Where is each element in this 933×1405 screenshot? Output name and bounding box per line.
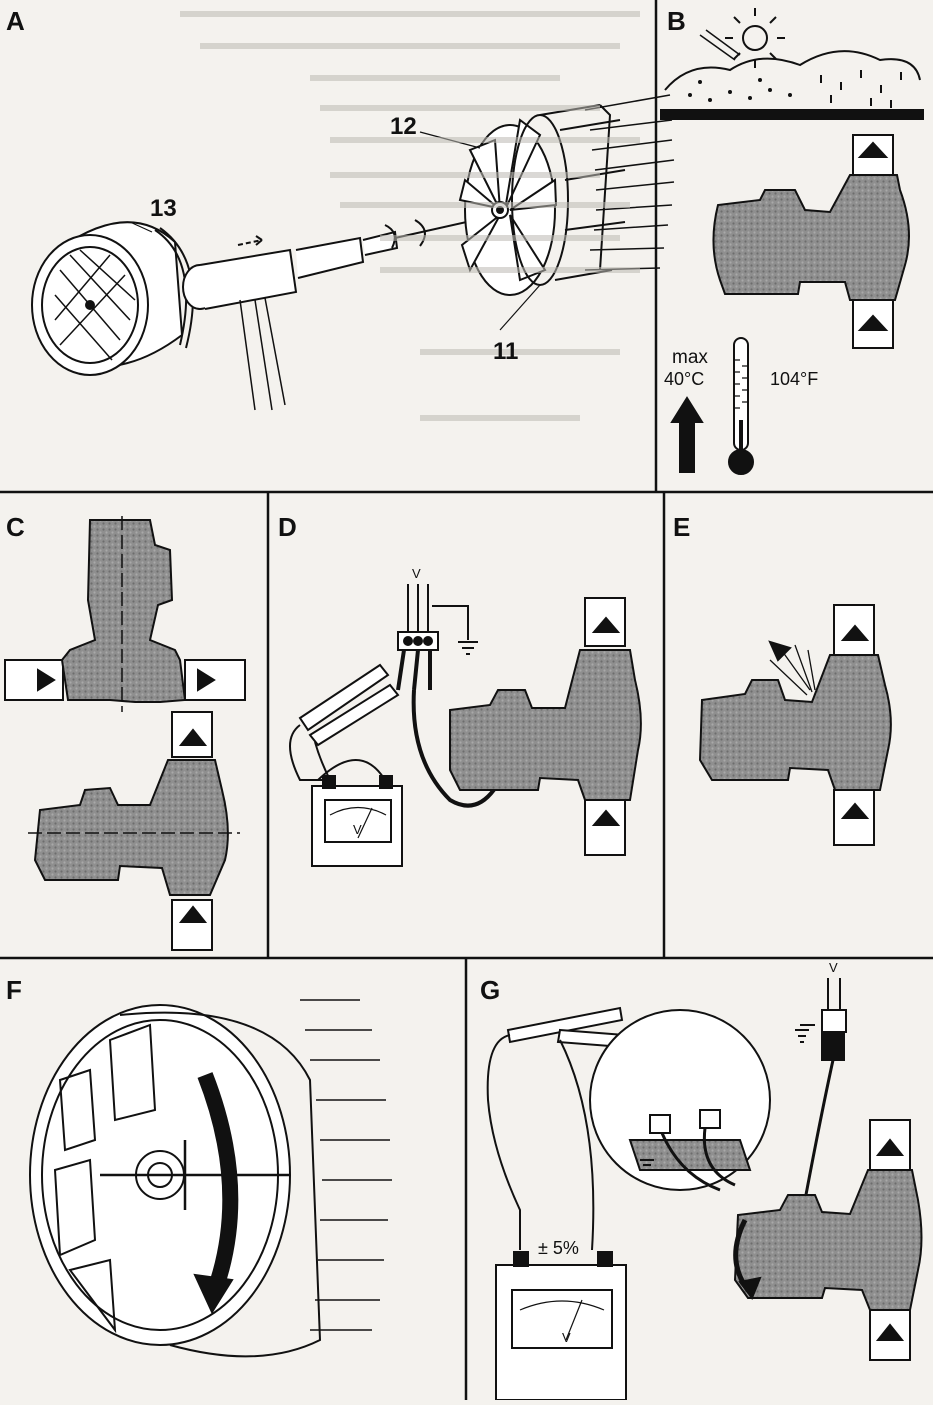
- cloud-icon: [664, 50, 921, 91]
- sun-icon: [725, 8, 785, 68]
- callout-12: 12: [390, 113, 417, 140]
- meter-unit-label: V: [353, 822, 362, 837]
- motor-shaft: [182, 209, 521, 411]
- voltage-tolerance-label: ± 5%: [538, 1238, 579, 1258]
- supply-voltage-label: V: [412, 566, 421, 581]
- ground-icon: [458, 641, 478, 655]
- rain-icon: [688, 70, 902, 108]
- pump-body: [449, 649, 642, 801]
- motor-cover-13: [31, 221, 194, 376]
- cooling-fan-12: [458, 94, 675, 296]
- panel-letter-b: B: [667, 6, 686, 36]
- pump-body: [712, 174, 910, 301]
- panel-letter-g: G: [480, 975, 501, 1005]
- panel-letter-c: C: [6, 512, 25, 542]
- pump-body: [60, 519, 187, 703]
- panel-e-air-vent: [698, 604, 892, 846]
- rotation-arrow-icon: [197, 1072, 239, 1293]
- panel-g-supply-voltage: [486, 978, 923, 1401]
- up-arrow-icon: [670, 396, 704, 473]
- panel-letter-f: F: [6, 975, 22, 1005]
- max-temp-fahrenheit: 104°F: [770, 369, 819, 389]
- panel-c-mounting-orientation: [4, 516, 246, 951]
- max-temp-label: max: [672, 347, 708, 368]
- pump-body: [733, 1169, 923, 1311]
- panel-f-rotation-direction: [29, 999, 392, 1358]
- callout-11: 11: [493, 338, 519, 365]
- panel-letter-d: D: [278, 512, 297, 542]
- panel-d-voltage-check: [289, 584, 642, 867]
- supply-voltage-label: V: [829, 960, 838, 975]
- panel-letter-e: E: [673, 512, 691, 542]
- pump-body: [698, 654, 892, 791]
- max-temp-celsius: 40°C: [664, 369, 705, 389]
- ground-icon: [795, 1024, 815, 1043]
- panel-b-installation-environment: [660, 8, 924, 475]
- meter-unit-label: V: [562, 1330, 571, 1345]
- thermometer-icon: [728, 337, 754, 475]
- callout-13: 13: [150, 195, 177, 222]
- pump-body: [33, 759, 229, 896]
- panel-letter-a: A: [6, 6, 25, 36]
- ghost-text-noise: [180, 11, 640, 421]
